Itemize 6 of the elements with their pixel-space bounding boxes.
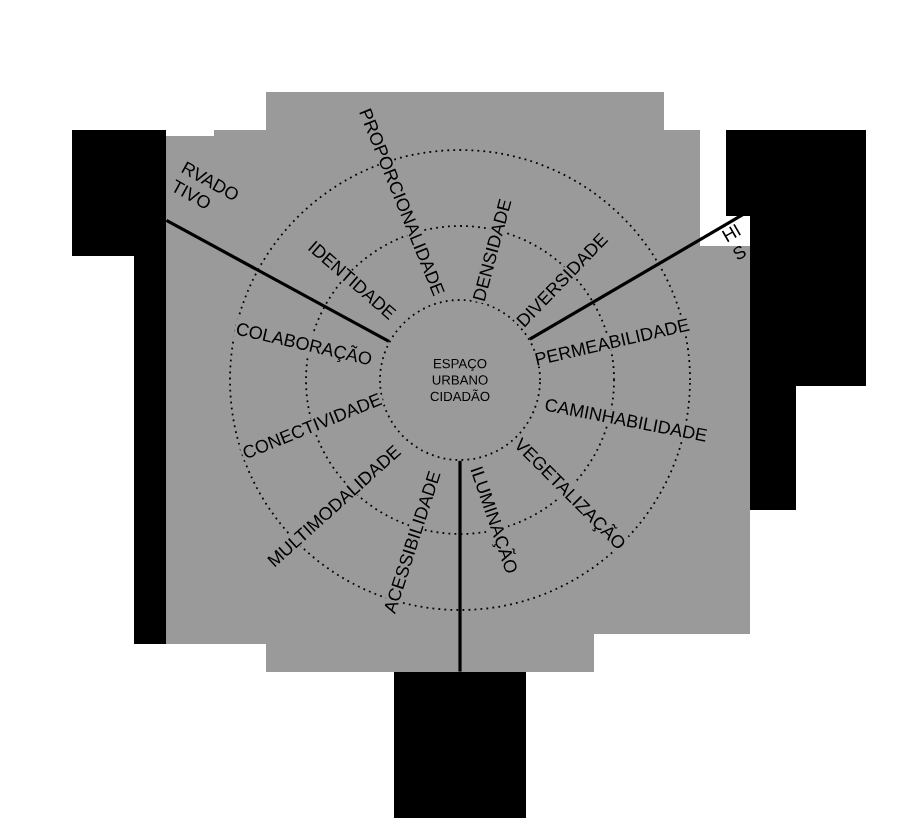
connector-line [165, 218, 390, 343]
filled-block [72, 130, 166, 644]
side-label: HI S [721, 224, 746, 260]
filled-block [394, 672, 526, 818]
filled-block [726, 130, 866, 510]
connector-line [458, 460, 462, 672]
